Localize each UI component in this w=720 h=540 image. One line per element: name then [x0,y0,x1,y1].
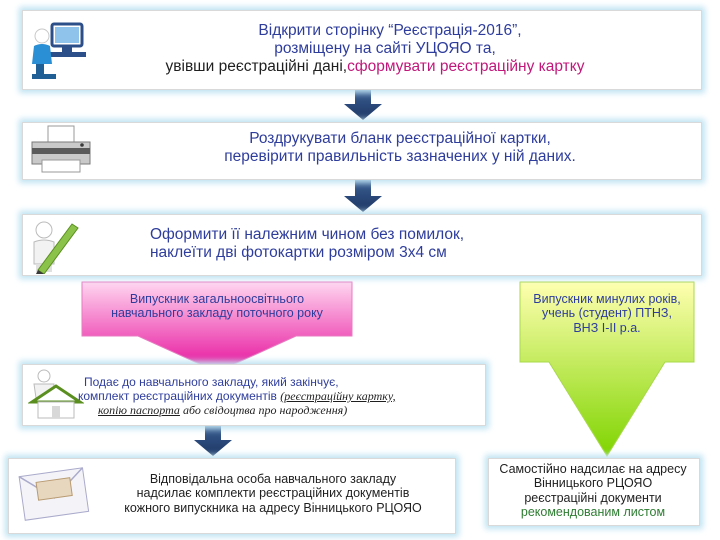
step-submit-to-school [22,364,486,426]
branch-left-line1: Випускник загальноосвітнього [129,292,305,306]
step2-text: Роздрукувати бланк реєстраційної картки,… [150,130,650,166]
result-right-line2: Вінницького РЦОЯО [533,476,653,491]
result-left-text: Відповідальна особа навчального закладу … [98,472,448,515]
result-right-line3: реєстраційні документи [524,490,662,505]
branch-right-line3: ВНЗ І-ІІ р.а. [573,320,641,335]
step3-line2: наклеїти дві фотокартки розміром 3х4 см [150,243,447,261]
down-arrow-1 [344,90,382,120]
result-right-line4: рекомендованим листом [520,505,666,520]
step2-line1: Роздрукувати бланк реєстраційної картки, [249,130,551,147]
result-self-sends [488,458,700,526]
step4-line1: Подає до навчального закладу, який закін… [84,375,339,389]
house-figure-icon [27,368,85,425]
pink-arrow [81,281,353,373]
step4-text: Подає до навчального закладу, який закін… [78,375,478,418]
envelope-icon [12,462,96,533]
step3-line1: Оформити її належним чином без помилок, [150,226,465,243]
step1-line3a: увівши реєстраційні дані, [165,57,348,75]
step1-text: Відкрити сторінку “Реєстрація-2016”, роз… [95,22,655,75]
green-arrow [519,281,695,457]
step1-line1: Відкрити сторінку “Реєстрація-2016”, [258,22,522,39]
step-open-registration [22,10,702,90]
branch-right-line2: учень (студент) ПТНЗ, [542,306,672,321]
branch-left-line2: навчального закладу поточного року [111,306,323,321]
result-left-line3: кожного випускника на адресу Вінницького… [124,500,422,515]
step1-line3b: сформувати реєстраційну картку [347,57,585,75]
step4-line3: копію паспорта або свідоцтва про народже… [78,402,478,418]
step4-line3b: або свідоцтва про народження) [179,402,348,417]
down-arrow-3 [194,426,232,456]
result-left-line1: Відповідальна особа навчального закладу [149,472,397,486]
step1-line3: увівши реєстраційні дані,сформувати реєс… [95,58,655,76]
branch-past-graduate: Випускник минулих років, учень (студент)… [520,292,694,335]
printer-icon [28,124,94,181]
computer-user-icon [28,16,90,87]
result-right-text: Самостійно надсилає на адресу Вінницьког… [488,462,698,520]
step4-line2: комплект реєстраційних документів (реєст… [78,388,478,404]
step-fill-card [22,214,702,276]
step3-text: Оформити її належним чином без помилок, … [150,226,570,262]
result-right-line1: Самостійно надсилає на адресу [499,462,687,476]
step-print-card [22,122,702,180]
step4-line2b: (реєстраційну картку, [280,388,396,403]
branch-right-line1: Випускник минулих років, [533,292,681,306]
result-left-line2: надсилає комплекти реєстраційних докумен… [136,486,410,501]
branch-current-graduate: Випускник загальноосвітнього навчального… [82,292,352,321]
step1-line2: розміщену на сайті УЦОЯО та, [274,39,496,57]
step4-line2a: комплект реєстраційних документів [78,388,281,403]
down-arrow-2 [344,180,382,212]
step4-line3a: копію паспорта [98,402,180,417]
step2-line2: перевірити правильність зазначених у ній… [224,147,576,165]
pencil-figure-icon [28,218,80,279]
